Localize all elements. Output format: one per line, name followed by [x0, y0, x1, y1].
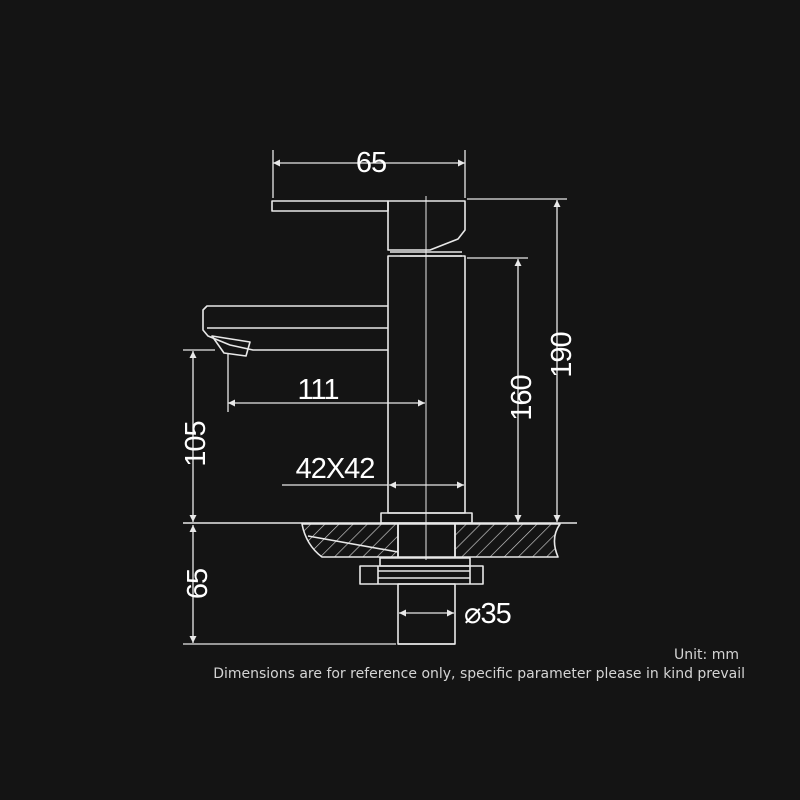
countertop-section-right [454, 523, 561, 558]
spout [202, 305, 388, 351]
dimension-lines [183, 150, 567, 645]
mounting-washer [379, 557, 471, 567]
label-tail-length: 65 [182, 569, 214, 599]
label-spout-reach: 111 [297, 374, 338, 406]
label-tail-diameter: ⌀35 [464, 598, 511, 630]
label-body-height: 160 [506, 375, 538, 420]
aerator [211, 335, 251, 357]
label-spout-clearance: 105 [180, 421, 212, 466]
label-total-height: 190 [546, 332, 578, 377]
label-handle-length: 65 [356, 147, 386, 179]
faucet-outline [183, 200, 577, 645]
tail-pipe [397, 583, 456, 645]
countertop-break-line [307, 535, 399, 553]
label-body-section: 42X42 [296, 453, 375, 485]
handle-lever [271, 200, 389, 212]
countertop-section-left [301, 523, 399, 558]
disclaimer-note: Dimensions are for reference only, speci… [213, 666, 745, 682]
unit-note: Unit: mm [674, 647, 739, 663]
handle-cap [387, 200, 466, 251]
